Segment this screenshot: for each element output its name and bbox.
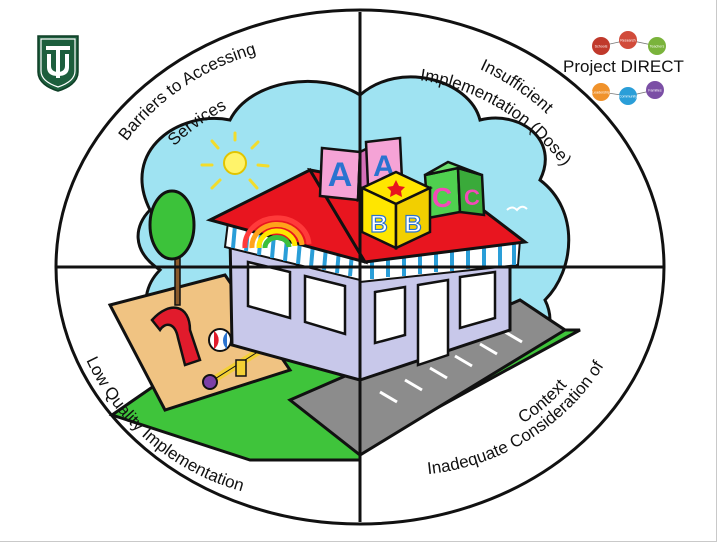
tree-icon: [148, 189, 196, 306]
door: [416, 278, 450, 367]
brand-node-teachers: [648, 37, 666, 55]
star-icon: [387, 180, 405, 197]
svg-text:C: C: [432, 182, 452, 213]
letter-block-b: B B: [359, 170, 433, 250]
bird-icon: [506, 205, 528, 212]
brand-node-label: Leadership: [592, 91, 610, 95]
project-title: Project DIRECT: [563, 57, 684, 76]
ball-icon: [208, 328, 232, 352]
brand-node-label: Families: [648, 89, 662, 93]
brand-node-community: [619, 87, 637, 105]
sun-icon: [200, 131, 270, 190]
brand-node-label: Community: [619, 95, 637, 99]
brand-node-label: Research: [620, 39, 635, 43]
svg-text:B: B: [370, 211, 387, 238]
brand-node-families: [646, 81, 664, 99]
rainbow-icon: [242, 215, 312, 249]
university-shield-logo: [37, 35, 79, 92]
brand-node-research: [619, 31, 637, 49]
svg-text:A: A: [328, 156, 353, 194]
parking-lines: [379, 330, 523, 404]
brand-node-label: Teachers: [650, 45, 665, 49]
letter-block-c: C C: [423, 160, 486, 220]
project-network-graphic: Schools ResearchTeachersLeadershipCommuni…: [592, 31, 666, 105]
brand-node-leadership: [592, 83, 610, 101]
svg-text:C: C: [464, 185, 480, 210]
brand-node-schools: [592, 37, 610, 55]
brand-node-label: Schools: [595, 45, 608, 49]
slide-toy: [150, 306, 202, 367]
svg-text:B: B: [404, 211, 421, 238]
school-illustration: A A C C B B: [107, 75, 581, 462]
